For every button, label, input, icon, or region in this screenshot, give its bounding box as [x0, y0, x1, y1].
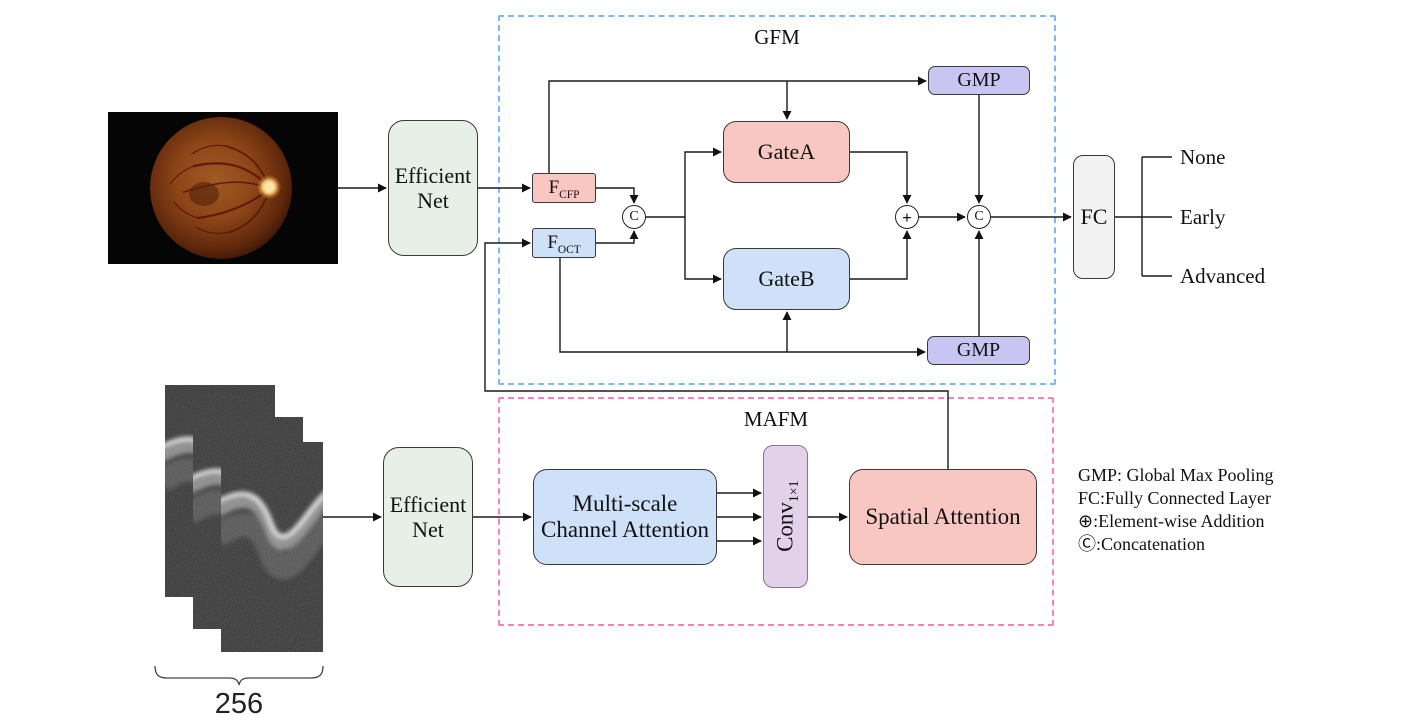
legend-line-addition: ⊕:Element-wise Addition: [1078, 511, 1265, 531]
concat-operator-2: C: [967, 205, 991, 229]
effnet-bottom-box: Efficient Net: [383, 447, 473, 587]
mafm-module-title: MAFM: [743, 407, 809, 431]
legend-line-gmp: GMP: Global Max Pooling: [1078, 465, 1274, 485]
gfm-module-title: GFM: [754, 25, 800, 49]
conv1x1-box: Conv1×1: [763, 445, 808, 588]
mafm-module-box: MAFM: [498, 397, 1054, 626]
f-cfp-box: FCFP: [532, 173, 596, 203]
fc-box: FC: [1073, 155, 1115, 279]
oct-depth-brace: [154, 665, 324, 686]
output-label-early: Early: [1180, 205, 1226, 229]
output-label-none: None: [1180, 145, 1226, 169]
oct-depth-label: 256: [214, 688, 264, 720]
mca-box: Multi-scale Channel Attention: [533, 469, 717, 565]
gate-a-box: GateA: [723, 121, 850, 183]
gfm-module-box: GFM: [498, 15, 1056, 385]
fundus-image: [108, 112, 338, 264]
gmp-top-box: GMP: [928, 66, 1030, 95]
f-oct-box: FOCT: [532, 228, 596, 258]
legend-line-concatenation: Ⓒ:Concatenation: [1078, 534, 1205, 554]
gate-b-box: GateB: [723, 248, 850, 310]
legend-line-fc: FC:Fully Connected Layer: [1078, 488, 1271, 508]
spatial-attention-box: Spatial Attention: [849, 469, 1037, 565]
oct-slice: [221, 442, 323, 652]
output-branch: [1114, 156, 1172, 277]
concat-operator-1: C: [622, 205, 646, 229]
gmp-bottom-box: GMP: [927, 336, 1030, 365]
effnet-top-box: Efficient Net: [388, 120, 478, 256]
add-operator: +: [895, 205, 919, 229]
legend: GMP: Global Max Pooling FC:Fully Connect…: [1078, 464, 1274, 556]
output-label-advanced: Advanced: [1180, 264, 1266, 288]
